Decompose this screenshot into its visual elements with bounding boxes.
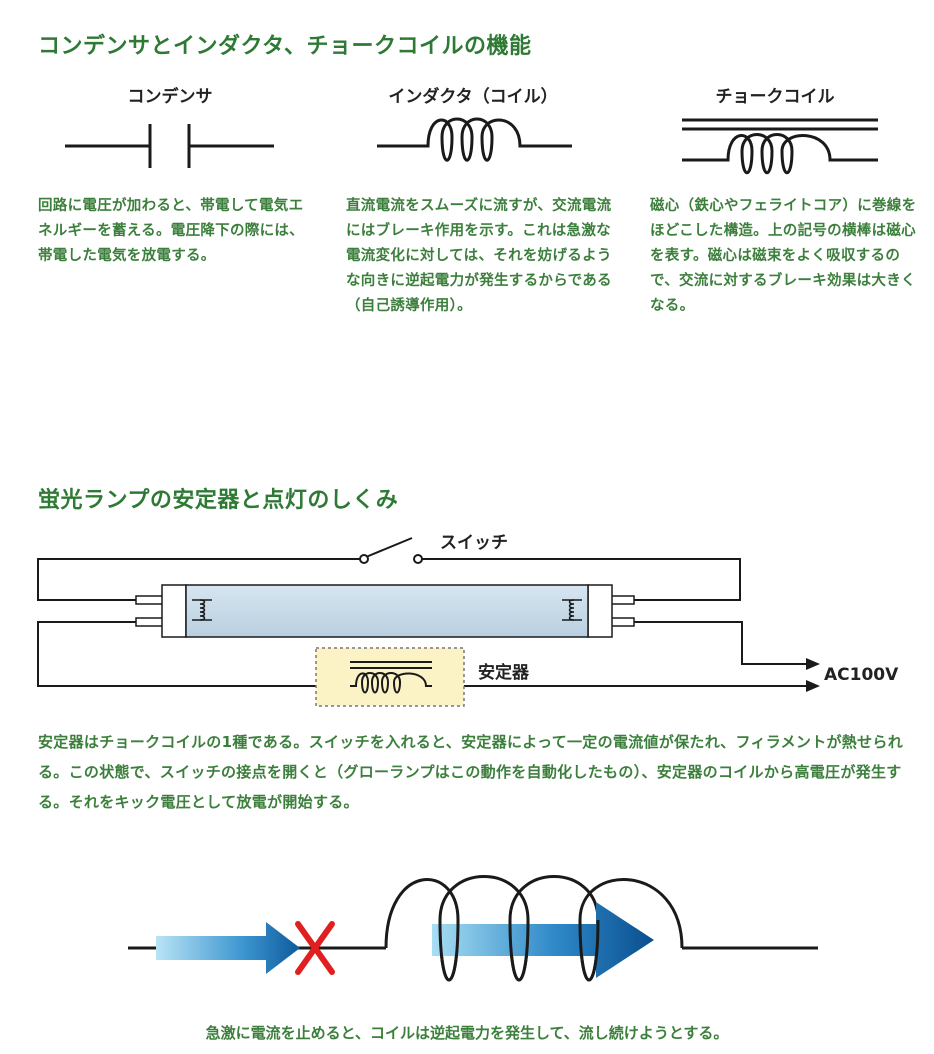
inductor-symbol [377, 117, 572, 162]
section1-title: コンデンサとインダクタ、チョークコイルの機能 [38, 34, 532, 59]
ballast-label: 安定器 [478, 663, 529, 683]
current-arrow-coil [432, 902, 654, 978]
choke-coil-label: チョークコイル [715, 87, 835, 107]
switch-label: スイッチ [440, 533, 508, 553]
capacitor-symbol [65, 124, 274, 168]
back-emf-caption: 急激に電流を止めると、コイルは逆起電力を発生して、流し続けようとする。 [205, 1024, 729, 1042]
section2-title: 蛍光ランプの安定器と点灯のしくみ [38, 488, 399, 513]
current-arrow-left [156, 922, 300, 974]
inductor-description: 直流電流をスムーズに流すが、交流電流にはブレーキ作用を示す。これは急激な電流変化… [346, 198, 612, 314]
choke-coil-symbol [682, 118, 878, 174]
choke-coil-description: 磁心（鉄心やフェライトコア）に巻線をほどこした構造。上の記号の横棒は磁心を表す。… [650, 198, 917, 314]
inductor-label: インダクタ（コイル） [388, 87, 558, 107]
cross-mark [295, 921, 335, 975]
fluorescent-circuit-diagram [37, 537, 820, 707]
capacitor-label: コンデンサ [127, 87, 213, 107]
capacitor-description: 回路に電圧が加わると、帯電して電気エネルギーを蓄える。電圧降下の際には、帯電した… [38, 198, 304, 264]
ac-source-label: AC100V [824, 665, 899, 685]
ballast-description: 安定器はチョークコイルの1種である。スイッチを入れると、安定器によって一定の電流… [38, 733, 903, 811]
back-emf-diagram [128, 875, 818, 982]
